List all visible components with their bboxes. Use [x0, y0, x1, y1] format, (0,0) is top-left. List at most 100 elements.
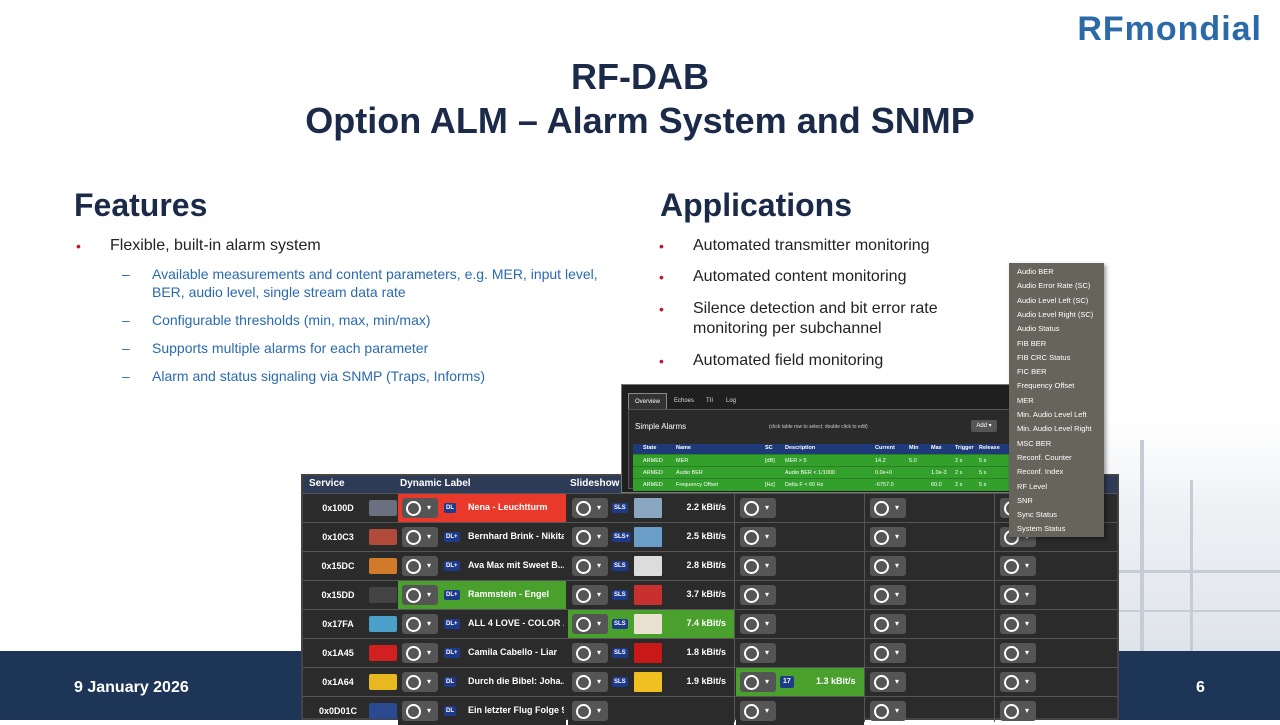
alarm-clock-button[interactable]: ▾ [572, 527, 608, 547]
alarm-clock-button[interactable]: ▾ [870, 527, 906, 547]
alarm-clock-button[interactable]: ▾ [402, 498, 438, 518]
alarm-clock-button[interactable]: ▾ [402, 643, 438, 663]
alarm-clock-button[interactable]: ▾ [740, 556, 776, 576]
alarm-clock-button[interactable]: ▾ [870, 498, 906, 518]
alarm-clock-button[interactable]: ▾ [402, 556, 438, 576]
alarm-clock-button[interactable]: ▾ [870, 643, 906, 663]
alarm-clock-button[interactable]: ▾ [740, 701, 776, 721]
alarm-clock-button[interactable]: ▾ [870, 556, 906, 576]
service-id: 0x1A45 [322, 648, 354, 658]
alarm-cell: ▾ [866, 523, 994, 551]
caret-down-icon: ▾ [427, 503, 432, 512]
caret-down-icon: ▾ [765, 706, 770, 715]
menu-item[interactable]: FIB BER [1017, 338, 1047, 348]
menu-item[interactable]: MSC BER [1017, 438, 1052, 448]
menu-item[interactable]: Min. Audio Level Left [1017, 410, 1087, 419]
header-slideshow: Slideshow [570, 478, 620, 489]
menu-item[interactable]: SNR [1017, 495, 1033, 505]
tab-overview[interactable]: Overview [628, 393, 668, 410]
menu-item[interactable]: Min. Audio Level Right [1017, 424, 1092, 434]
alarm-clock-button[interactable]: ▾ [870, 585, 906, 605]
column-header: SC [765, 445, 773, 451]
slideshow-thumbnail [634, 672, 662, 692]
alarm-clock-button[interactable]: ▾ [870, 701, 906, 721]
alarm-clock-button[interactable]: ▾ [1000, 614, 1036, 634]
alarm-cell: 5 s [979, 458, 987, 464]
alarm-clock-button[interactable]: ▾ [402, 527, 438, 547]
alarm-clock-button[interactable]: ▾ [1000, 556, 1036, 576]
tab-echoes[interactable]: Echoes [674, 398, 695, 404]
alarm-clock-button[interactable]: ▾ [870, 614, 906, 634]
menu-item[interactable]: Audio BER [1017, 267, 1054, 276]
service-id: 0x17FA [322, 619, 354, 629]
alarm-clock-button[interactable]: ▾ [572, 498, 608, 518]
menu-item[interactable]: Audio Level Right (SC) [1017, 309, 1094, 319]
alarm-clock-icon [576, 559, 591, 574]
alarm-clock-button[interactable]: ▾ [402, 701, 438, 721]
alarm-clock-button[interactable]: ▾ [402, 585, 438, 605]
column-header: Name [676, 445, 691, 451]
caret-down-icon: ▾ [597, 619, 602, 628]
alarm-clock-button[interactable]: ▾ [1000, 672, 1036, 692]
alarm-clock-icon [874, 501, 889, 516]
alarm-cell: ▾ [866, 668, 994, 696]
tab-tii[interactable]: TII [706, 398, 713, 404]
alarm-clock-button[interactable]: ▾ [572, 643, 608, 663]
dynamic-label-cell: ▾ DL Ein letzter Flug Folge 9 [398, 697, 566, 725]
alarm-panel-box: Simple Alarms (click table row to select… [628, 409, 1024, 491]
alarm-clock-button[interactable]: ▾ [572, 556, 608, 576]
alarm-clock-button[interactable]: ▾ [402, 614, 438, 634]
alarm-clock-button[interactable]: ▾ [740, 672, 776, 692]
dl-tag: DL [444, 706, 456, 716]
alarm-clock-icon [744, 588, 759, 603]
alarm-clock-button[interactable]: ▾ [740, 643, 776, 663]
alarm-cell: ▾ [736, 639, 864, 667]
dl-text: Ein letzter Flug Folge 9 [468, 705, 564, 715]
menu-item[interactable]: FIB CRC Status [1017, 352, 1071, 362]
alarm-clock-button[interactable]: ▾ [572, 672, 608, 692]
menu-item[interactable]: Audio Error Rate (SC) [1017, 281, 1091, 291]
add-alarm-button[interactable]: Add ▾ [971, 420, 997, 432]
menu-item[interactable]: FIC BER [1017, 367, 1047, 377]
dynamic-label-cell: ▾DL+Rammstein - Engel [398, 581, 566, 609]
alarm-cell: 5 s [979, 482, 987, 488]
app-item-1-text: Automated transmitter monitoring [693, 237, 930, 254]
alarm-clock-button[interactable]: ▾ [740, 585, 776, 605]
alarm-clock-button[interactable]: ▾ [870, 672, 906, 692]
service-row[interactable]: 0x10C3▾DL+Bernhard Brink - Nikita▾SLS+2.… [303, 522, 1117, 551]
menu-item[interactable]: Frequency Offset [1017, 381, 1075, 391]
slideshow-cell: ▾ [568, 697, 734, 725]
alarm-clock-button[interactable]: ▾ [572, 585, 608, 605]
background-mast-photo [1100, 420, 1280, 651]
menu-item[interactable]: Reconf. Counter [1017, 452, 1072, 462]
alarm-clock-button[interactable]: ▾ [740, 498, 776, 518]
tab-log[interactable]: Log [726, 398, 737, 404]
menu-item[interactable]: RF Level [1017, 481, 1048, 491]
alarm-clock-button[interactable]: ▾ [740, 614, 776, 634]
menu-item[interactable]: Audio Level Left (SC) [1017, 295, 1089, 305]
alarm-clock-button[interactable]: ▾ [1000, 585, 1036, 605]
menu-item[interactable]: System Status [1017, 524, 1066, 534]
alarm-clock-button[interactable]: ▾ [402, 672, 438, 692]
alarm-clock-button[interactable]: ▾ [1000, 643, 1036, 663]
menu-item[interactable]: Audio Status [1017, 324, 1060, 334]
menu-item[interactable]: MER [1017, 395, 1034, 405]
alarm-clock-button[interactable]: ▾ [572, 701, 608, 721]
caret-down-icon: ▾ [895, 590, 900, 599]
alarm-clock-icon [744, 617, 759, 632]
menu-item[interactable]: Reconf. Index [1017, 467, 1064, 477]
menu-item[interactable]: Sync Status [1017, 510, 1058, 520]
alarm-clock-button[interactable]: ▾ [1000, 701, 1036, 721]
alarm-clock-button[interactable]: ▾ [572, 614, 608, 634]
alarm-clock-button[interactable]: ▾ [740, 527, 776, 547]
